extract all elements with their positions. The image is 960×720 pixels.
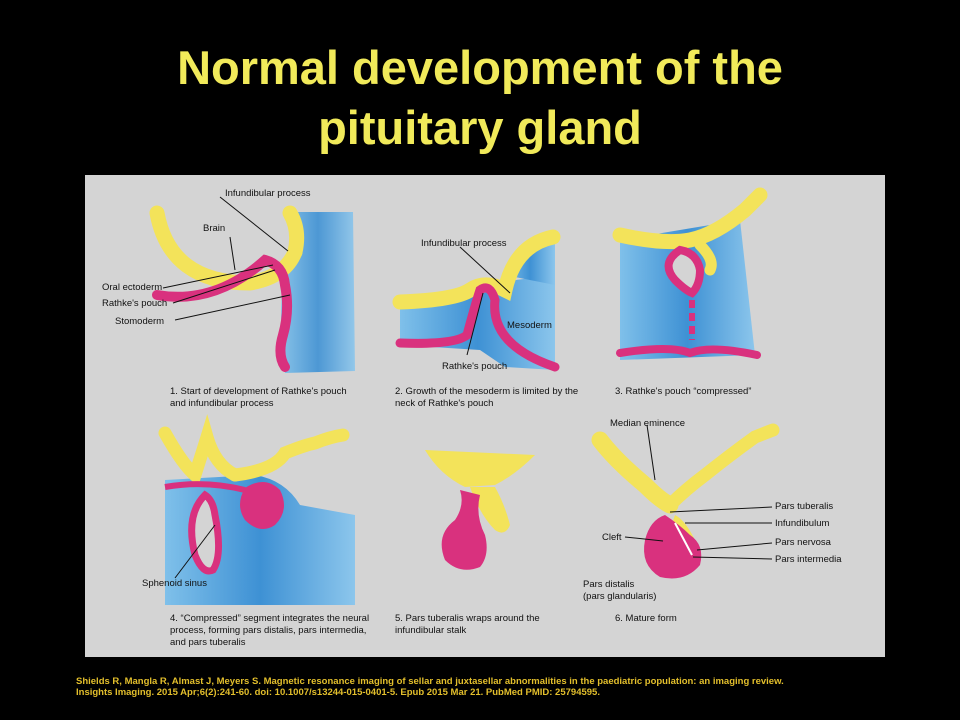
- citation-line-1: Shields R, Mangla R, Almast J, Meyers S.…: [76, 676, 784, 687]
- caption-panel-5-line-1: 5. Pars tuberalis wraps around the: [395, 613, 540, 624]
- title-line-1: Normal development of the: [177, 41, 783, 94]
- caption-panel-5-line-2: infundibular stalk: [395, 625, 467, 636]
- caption-panel-2-line-2: neck of Rathke's pouch: [395, 398, 494, 409]
- label-infundibulum: Infundibulum: [775, 518, 830, 529]
- title-line-2: pituitary gland: [318, 101, 642, 154]
- caption-panel-2-line-1: 2. Growth of the mesoderm is limited by …: [395, 386, 579, 397]
- caption-panel-4-line-1: 4. “Compressed” segment integrates the n…: [170, 613, 370, 624]
- slide-title: Normal development of the pituitary glan…: [0, 38, 960, 158]
- label-pars-nervosa: Pars nervosa: [775, 537, 831, 548]
- caption-panel-6-line-1: 6. Mature form: [615, 613, 677, 624]
- label-cleft: Cleft: [602, 532, 622, 543]
- label-rathkes-pouch-2: Rathke's pouch: [442, 361, 508, 372]
- panel-2-illustration: [392, 229, 561, 372]
- label-infundibular-process-1: Infundibular process: [225, 188, 311, 199]
- label-stomoderm: Stomoderm: [115, 316, 165, 327]
- panel-6-illustration: [591, 423, 780, 579]
- diagram-artwork: [149, 187, 780, 605]
- development-diagram: Infundibular process Brain Oral ectoderm…: [85, 175, 885, 657]
- caption-panel-3-line-1: 3. Rathke's pouch “compressed”: [615, 386, 752, 397]
- caption-panel-1-line-1: 1. Start of development of Rathke's pouc…: [170, 386, 347, 397]
- label-oral-ectoderm: Oral ectoderm: [102, 282, 163, 293]
- caption-panel-6: 6. Mature form: [615, 613, 815, 625]
- label-pars-distalis: Pars distalis: [583, 579, 635, 590]
- label-mesoderm: Mesoderm: [507, 320, 552, 331]
- caption-panel-4-line-2: process, forming pars distalis, pars int…: [170, 625, 367, 636]
- citation-line-2: Insights Imaging. 2015 Apr;6(2):241-60. …: [76, 687, 600, 698]
- label-rathkes-pouch-1: Rathke's pouch: [102, 298, 168, 309]
- label-infundibular-process-2: Infundibular process: [421, 238, 507, 249]
- panel-1-illustration: [149, 196, 355, 373]
- panel-5-illustration: [425, 450, 535, 570]
- label-pars-intermedia: Pars intermedia: [775, 554, 842, 565]
- citation: Shields R, Mangla R, Almast J, Meyers S.…: [76, 676, 936, 698]
- caption-panel-1: 1. Start of development of Rathke's pouc…: [170, 386, 370, 410]
- caption-panel-5: 5. Pars tuberalis wraps around the infun…: [395, 613, 595, 637]
- label-brain: Brain: [203, 223, 226, 234]
- label-median-eminence: Median eminence: [610, 418, 685, 429]
- caption-panel-1-line-2: and infundibular process: [170, 398, 274, 409]
- panel-3-illustration: [612, 187, 768, 360]
- caption-panel-2: 2. Growth of the mesoderm is limited by …: [395, 386, 595, 410]
- caption-panel-4: 4. “Compressed” segment integrates the n…: [170, 613, 385, 649]
- caption-panel-3: 3. Rathke's pouch “compressed”: [615, 386, 815, 398]
- caption-panel-4-line-3: and pars tuberalis: [170, 637, 246, 648]
- label-pars-glandularis: (pars glandularis): [583, 591, 657, 602]
- label-sphenoid-sinus: Sphenoid sinus: [142, 578, 207, 589]
- panel-4-illustration: [158, 414, 355, 605]
- label-pars-tuberalis: Pars tuberalis: [775, 501, 834, 512]
